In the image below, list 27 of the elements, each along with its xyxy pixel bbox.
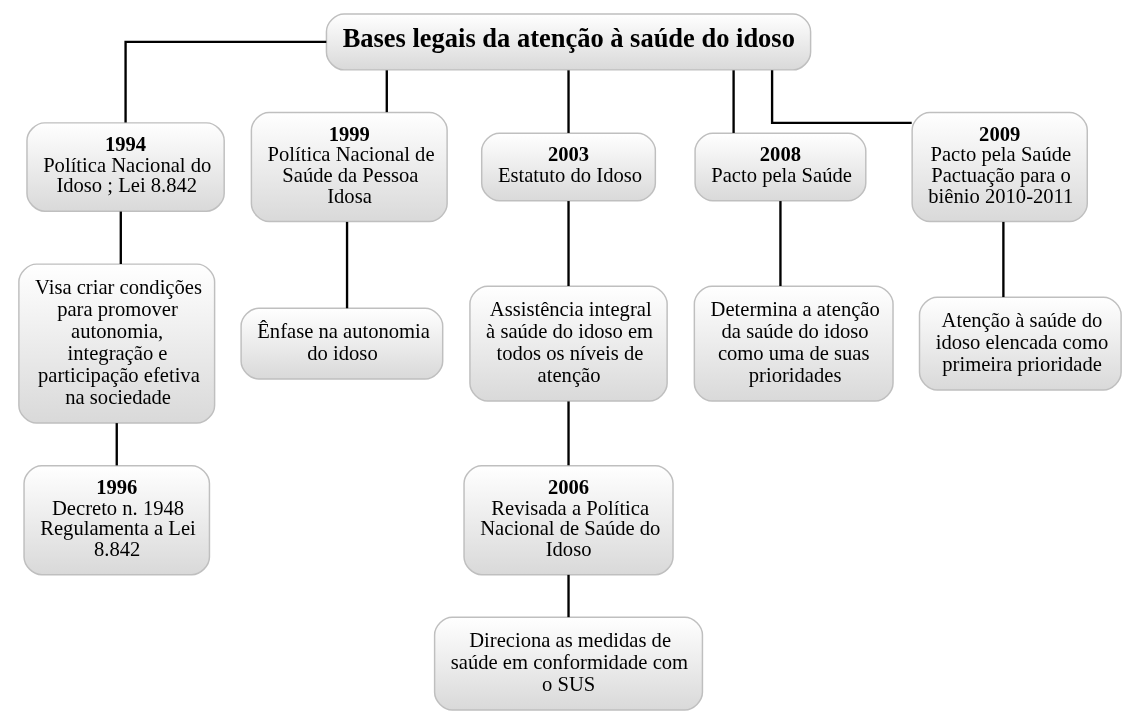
node-box: 2003 Estatuto do Idoso — [480, 132, 656, 202]
connector — [566, 70, 570, 133]
node-box: Assistência integral à saúde do idoso em todos os níveis de atenção — [468, 285, 668, 402]
node-box: 1994 Política Nacional do Idoso ; Lei 8.842 — [25, 122, 225, 212]
connector — [115, 423, 118, 466]
node-box: Visa criar condições para promover autonomia, integração e participação efetiva na sociedade — [17, 263, 215, 424]
connector — [731, 70, 735, 133]
connector — [1001, 221, 1005, 298]
connector — [119, 211, 122, 264]
node-box: Determina a atenção da saúde do idoso como uma de suas prioridades — [693, 285, 894, 402]
connector — [385, 70, 388, 113]
connector — [566, 574, 570, 618]
node-box: 2006 Revisada a Política Nacional de Saúde do Idoso — [462, 465, 674, 576]
node-box: 2008 Pacto pela Saúde — [693, 132, 867, 202]
connector — [566, 401, 570, 466]
connector — [770, 70, 912, 125]
node-box: 1999 Política Nacional de Saúde da Pessoa Idosa — [250, 111, 448, 223]
node-box: Direciona as medidas de saúde em conformidade com o SUS — [433, 616, 703, 711]
node-box: Atenção à saúde do idoso elencada como primeira prioridade — [918, 296, 1122, 391]
connector — [778, 201, 782, 286]
node-box: Bases legais da atenção à saúde do idoso — [325, 13, 811, 71]
connector — [345, 221, 348, 309]
node-box: 2009 Pacto pela Saúde Pactuação para o biênio 2010-2011 — [910, 111, 1088, 223]
node-box: Ênfase na autonomia do idoso — [239, 307, 443, 380]
connector — [566, 201, 570, 286]
node-box: 1996 Decreto n. 1948 Regulamenta a Lei 8.842 — [22, 465, 210, 576]
connector — [123, 40, 326, 123]
